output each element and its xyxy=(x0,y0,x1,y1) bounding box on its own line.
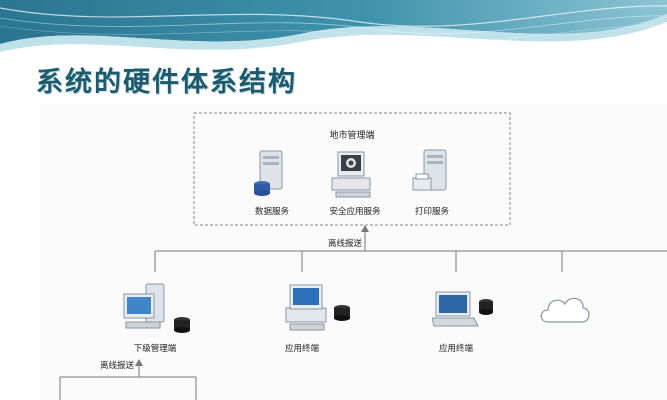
cloud-icon xyxy=(540,297,590,323)
group-title: 地市管理端 xyxy=(329,131,375,141)
client-label-laptop: 应用终端 xyxy=(438,344,473,354)
header-wave-banner xyxy=(0,0,667,62)
diagram-connectors xyxy=(59,112,667,400)
sync-label-top: 离线报送 xyxy=(327,239,362,249)
server-label-print: 打印服务 xyxy=(414,207,449,217)
server-label-data: 数据服务 xyxy=(254,207,289,217)
sync-label-bottom: 离线报送 xyxy=(99,361,134,371)
database-server-icon xyxy=(254,150,283,196)
client-label-admin: 下级管理端 xyxy=(133,344,177,354)
client-label-desktop: 应用终端 xyxy=(284,344,319,354)
hardware-architecture-diagram: 地市管理端 数据服务 安全应用服务 打印服务 离线报送 xyxy=(40,104,667,400)
admin-pc-icon xyxy=(123,283,190,333)
desktop-pc-icon xyxy=(285,284,350,331)
laptop-icon xyxy=(432,291,493,327)
city-management-group-box xyxy=(193,112,511,226)
server-label-security: 安全应用服务 xyxy=(329,207,381,217)
security-workstation-icon xyxy=(331,151,371,198)
print-server-icon xyxy=(412,149,447,191)
slide-title: 系统的硬件体系结构 xyxy=(36,67,297,98)
